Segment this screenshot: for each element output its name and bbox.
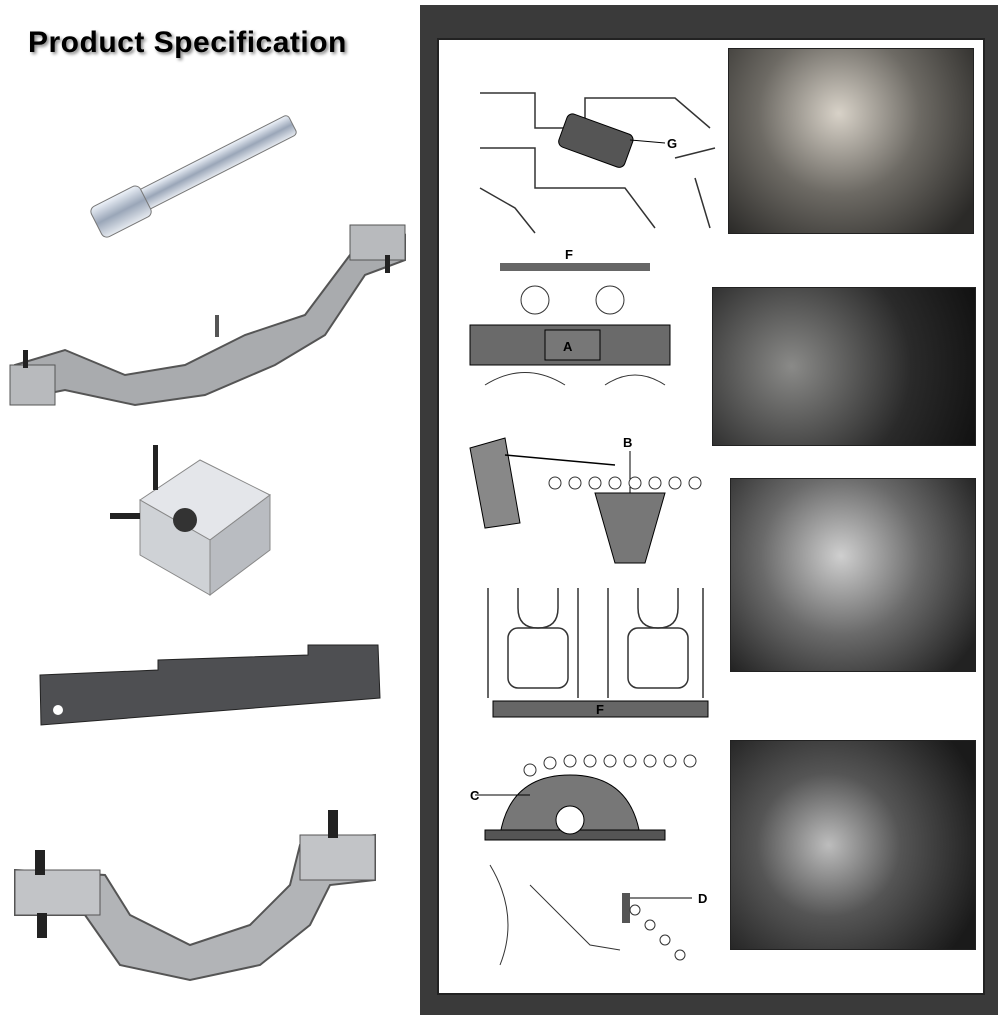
diagram-block-b: B (469, 435, 702, 564)
diagram-pin-g: G (479, 92, 716, 234)
label-f-bar: F (596, 702, 604, 717)
cam-alignment-bar (39, 644, 381, 726)
photo-pin-installed (728, 48, 974, 234)
locking-block (110, 445, 271, 596)
label-c: C (470, 788, 480, 803)
photo-cam-bar-installed (712, 287, 976, 446)
label-g: G (667, 136, 677, 151)
page-title: Product Specification (28, 26, 347, 59)
timing-pin-tool (90, 115, 297, 238)
label-d: D (698, 891, 707, 906)
diagram-bar-f: F (487, 588, 709, 718)
crankshaft-arc-tool (14, 810, 376, 982)
diagram-bar-f-block-a: F A (469, 247, 671, 386)
photo-block-installed (730, 478, 976, 672)
label-b: B (623, 435, 632, 450)
diagram-crank-tool-c-d: C D (470, 754, 707, 966)
camshaft-arc-tool (9, 224, 406, 407)
label-a: A (563, 339, 573, 354)
label-f: F (565, 247, 573, 262)
photo-crank-tool-installed (730, 740, 976, 950)
